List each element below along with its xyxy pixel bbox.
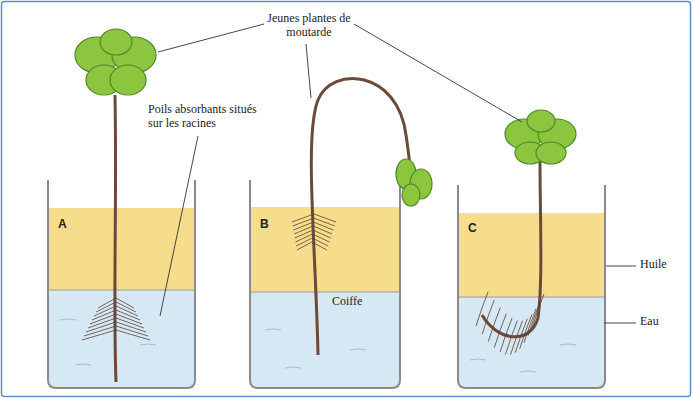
root-hairs xyxy=(82,214,544,355)
beaker-letter: B xyxy=(260,218,269,232)
beaker xyxy=(250,180,400,388)
beaker xyxy=(48,180,195,388)
mustard-seedling xyxy=(75,29,156,382)
mustard-seedling xyxy=(311,78,432,355)
beaker xyxy=(458,185,605,388)
plant-label: Jeunes plantes de moutarde xyxy=(266,12,352,40)
root-cap-label: Coiffe xyxy=(332,295,362,309)
oil-label: Huile xyxy=(640,258,667,272)
water-label: Eau xyxy=(640,315,659,329)
mustard-seedling xyxy=(482,110,576,337)
beaker-letter: C xyxy=(468,222,477,236)
root-hair-label: Poils absorbants situés sur les racines xyxy=(148,103,272,131)
beaker-letter: A xyxy=(58,218,67,232)
leader-lines xyxy=(158,24,636,323)
